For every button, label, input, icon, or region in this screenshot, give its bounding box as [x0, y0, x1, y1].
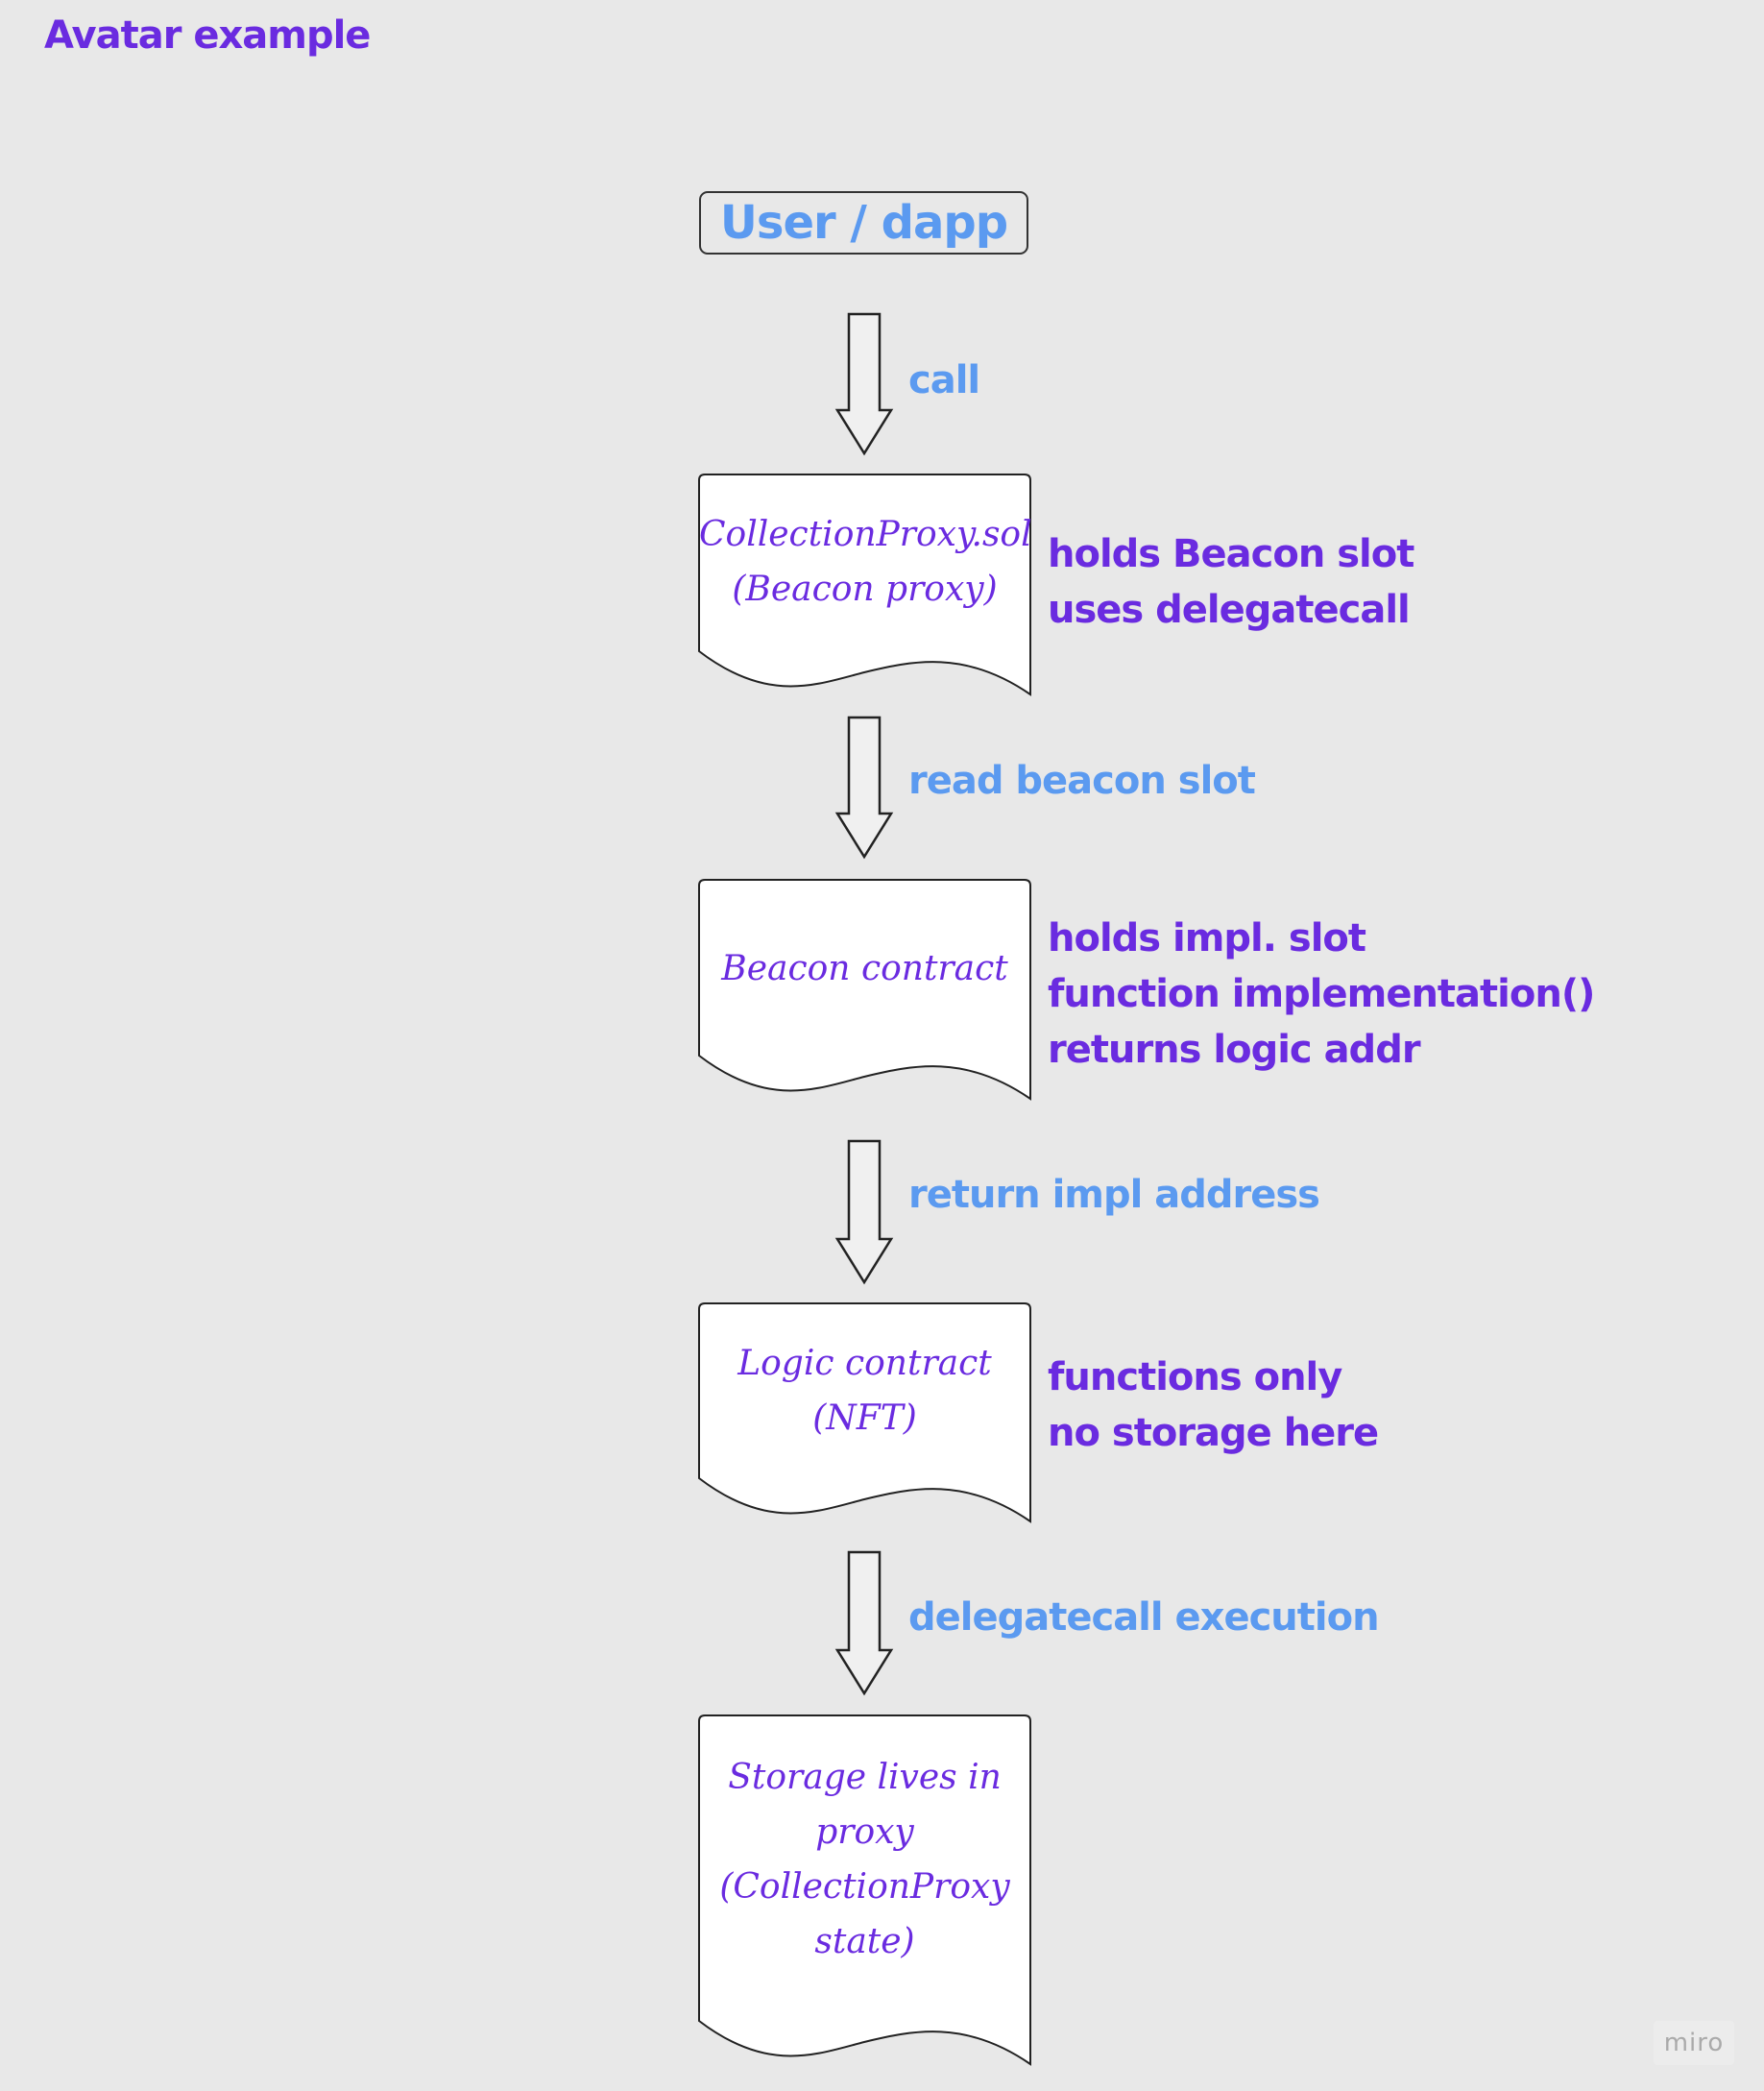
proxy-note-line: uses delegatecall	[1048, 588, 1411, 632]
edge-label-read-beacon-slot: read beacon slot	[908, 759, 1256, 803]
logic-note-line: functions only	[1048, 1355, 1342, 1399]
proxy-document-shape[interactable]	[698, 474, 1031, 696]
beacon-node-text: Beacon contract	[699, 941, 1030, 996]
beacon-note-line: function implementation()	[1048, 972, 1595, 1016]
arrow-read-beacon-slot[interactable]	[834, 716, 894, 860]
storage-node-line: (CollectionProxy	[719, 1867, 1010, 1907]
proxy-node-text: CollectionProxy.sol (Beacon proxy)	[699, 507, 1032, 617]
proxy-note-line: holds Beacon slot	[1048, 532, 1414, 576]
proxy-node-line: CollectionProxy.sol	[699, 515, 1032, 554]
beacon-node-line: Beacon contract	[721, 949, 1008, 988]
edge-label-call: call	[908, 358, 980, 402]
proxy-node-line: (Beacon proxy)	[732, 570, 998, 609]
logic-node-line: Logic contract	[737, 1344, 992, 1383]
user-dapp-node[interactable]: User / dapp	[699, 191, 1028, 255]
storage-node-line: Storage lives in	[728, 1758, 1002, 1797]
arrow-call[interactable]	[834, 312, 894, 456]
beacon-note-line: holds impl. slot	[1048, 916, 1366, 960]
board-title: Avatar example	[44, 13, 371, 58]
logic-node-text: Logic contract (NFT)	[699, 1336, 1030, 1446]
edge-label-return-impl-address: return impl address	[908, 1173, 1320, 1217]
arrow-delegatecall-execution[interactable]	[834, 1550, 894, 1696]
storage-node-line: proxy	[815, 1812, 914, 1852]
storage-node-text: Storage lives in proxy (CollectionProxy …	[699, 1750, 1030, 1969]
logic-note: functions only no storage here	[1048, 1349, 1379, 1461]
storage-node-line: state)	[814, 1922, 915, 1961]
beacon-note-line: returns logic addr	[1048, 1028, 1421, 1072]
logic-note-line: no storage here	[1048, 1411, 1379, 1455]
beacon-document-shape[interactable]	[698, 879, 1031, 1101]
logic-document-shape[interactable]	[698, 1302, 1031, 1523]
logic-node-line: (NFT)	[812, 1398, 917, 1438]
storage-document-shape[interactable]	[698, 1714, 1031, 2066]
proxy-note: holds Beacon slot uses delegatecall	[1048, 526, 1414, 638]
edge-label-delegatecall-execution: delegatecall execution	[908, 1595, 1380, 1640]
beacon-note: holds impl. slot function implementation…	[1048, 911, 1595, 1078]
miro-watermark: miro	[1654, 2021, 1734, 2065]
arrow-return-impl-address[interactable]	[834, 1139, 894, 1285]
